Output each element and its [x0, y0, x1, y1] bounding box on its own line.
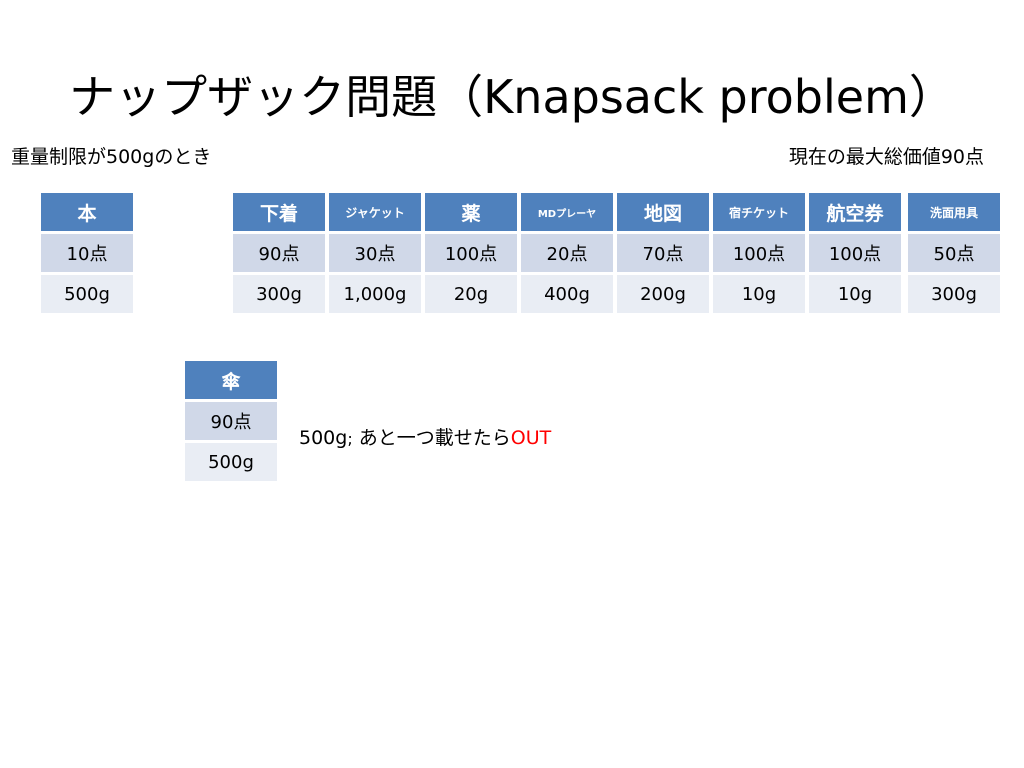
item-name: MDプレーヤ: [521, 193, 613, 231]
note-out-text: OUT: [510, 427, 552, 449]
item-card-md-player: MDプレーヤ 20点 400g: [521, 193, 613, 316]
item-card-toiletries: 洗面用具 50点 300g: [908, 193, 1000, 316]
item-weight: 1,000g: [329, 275, 421, 313]
weight-limit-text: 重量制限が500gのとき: [11, 146, 212, 168]
item-card-medicine: 薬 100点 20g: [425, 193, 517, 316]
item-name: 地図: [617, 193, 709, 231]
item-value: 100点: [809, 234, 901, 272]
item-name: 本: [41, 193, 133, 231]
item-name: 下着: [233, 193, 325, 231]
item-weight: 20g: [425, 275, 517, 313]
item-weight: 300g: [908, 275, 1000, 313]
item-name: 宿チケット: [713, 193, 805, 231]
item-value: 70点: [617, 234, 709, 272]
item-card-air-ticket: 航空券 100点 10g: [809, 193, 901, 316]
item-value: 100点: [425, 234, 517, 272]
item-weight: 200g: [617, 275, 709, 313]
item-value: 90点: [185, 402, 277, 440]
current-max-value-text: 現在の最大総価値90点: [788, 146, 984, 168]
item-value: 50点: [908, 234, 1000, 272]
item-name: 傘: [185, 361, 277, 399]
note-message: あと一つ載せたら: [358, 427, 511, 449]
item-card-book: 本 10点 500g: [41, 193, 133, 316]
item-card-umbrella: 傘 90点 500g: [185, 361, 277, 484]
item-value: 10点: [41, 234, 133, 272]
item-card-jacket: ジャケット 30点 1,000g: [329, 193, 421, 316]
item-value: 20点: [521, 234, 613, 272]
item-value: 30点: [329, 234, 421, 272]
item-weight: 500g: [41, 275, 133, 313]
item-weight: 10g: [809, 275, 901, 313]
item-weight: 400g: [521, 275, 613, 313]
item-weight: 10g: [713, 275, 805, 313]
item-name: 航空券: [809, 193, 901, 231]
capacity-note: 500g; あと一つ載せたらOUT: [299, 424, 551, 453]
note-weight: 500g: [299, 427, 348, 449]
item-name: 洗面用具: [908, 193, 1000, 231]
item-card-underwear: 下着 90点 300g: [233, 193, 325, 316]
item-card-hotel-ticket: 宿チケット 100点 10g: [713, 193, 805, 316]
item-name: 薬: [425, 193, 517, 231]
item-name: ジャケット: [329, 193, 421, 231]
item-weight: 500g: [185, 443, 277, 481]
item-value: 100点: [713, 234, 805, 272]
item-card-map: 地図 70点 200g: [617, 193, 709, 316]
item-weight: 300g: [233, 275, 325, 313]
note-separator: ;: [347, 429, 353, 448]
slide-title: ナップザック問題（Knapsack problem）: [69, 70, 955, 124]
item-value: 90点: [233, 234, 325, 272]
